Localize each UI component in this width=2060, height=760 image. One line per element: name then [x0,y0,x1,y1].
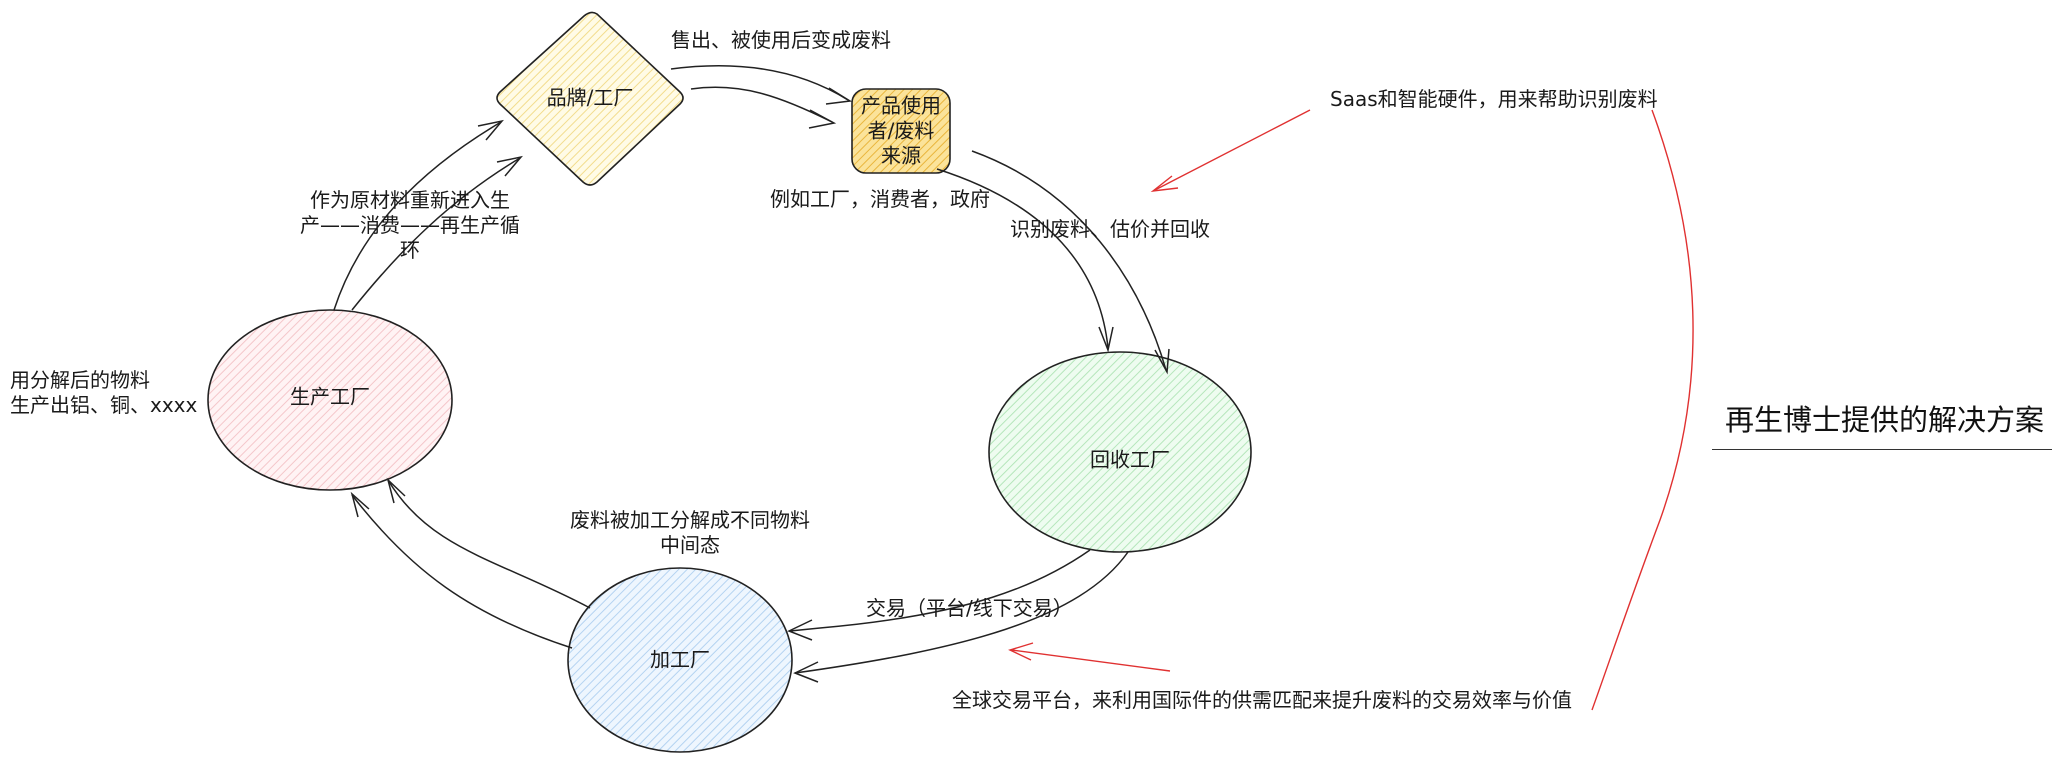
production-factory-node-label: 生产工厂 [290,384,370,409]
brand-node[interactable] [496,11,684,186]
global-platform-label: 全球交易平台，来利用国际件的供需匹配来提升废料的交易效率与价值 [952,688,1572,712]
identify-label: 识别废料、估价并回收 [1010,217,1210,241]
sold-label: 售出、被使用后变成废料 [671,28,891,52]
reenter-cycle-label: 作为原材料重新进入生 产——消费——再生产循 环 [300,188,520,262]
recycling-factory-node-label: 回收工厂 [1090,447,1170,472]
processing-factory-node[interactable] [567,567,793,753]
saas-label: Saas和智能硬件，用来帮助识别废料 [1330,87,1658,111]
produce-output-label: 用分解后的物料 生产出铝、铜、xxxx [10,368,198,417]
processing-factory-node-label: 加工厂 [650,647,710,672]
title-underline [1712,449,2052,450]
solution-title: 再生博士提供的解决方案 [1725,403,2045,437]
saas-annotation-arrow [1150,109,1311,192]
waste-source-node-label: 产品使用 者/废料 来源 [861,93,941,168]
arrow-user-to-recycle [936,150,1170,375]
solution-bracket-curve [1591,109,1694,711]
platform-annotation-arrow [1008,642,1171,672]
production-factory-node[interactable] [207,309,453,491]
recycling-factory-node[interactable] [988,351,1252,553]
arrow-produce-to-brand [333,119,523,311]
arrow-recycle-to-process [787,549,1129,683]
decompose-label: 废料被加工分解成不同物料 中间态 [570,508,810,557]
waste-source-node[interactable] [851,88,951,174]
examples-label: 例如工厂，消费者，政府 [770,187,990,211]
brand-node-label: 品牌/工厂 [546,85,634,110]
arrow-brand-to-user [670,65,853,129]
trade-label: 交易（平台/线下交易） [866,596,1073,620]
arrow-process-to-produce [350,477,591,649]
